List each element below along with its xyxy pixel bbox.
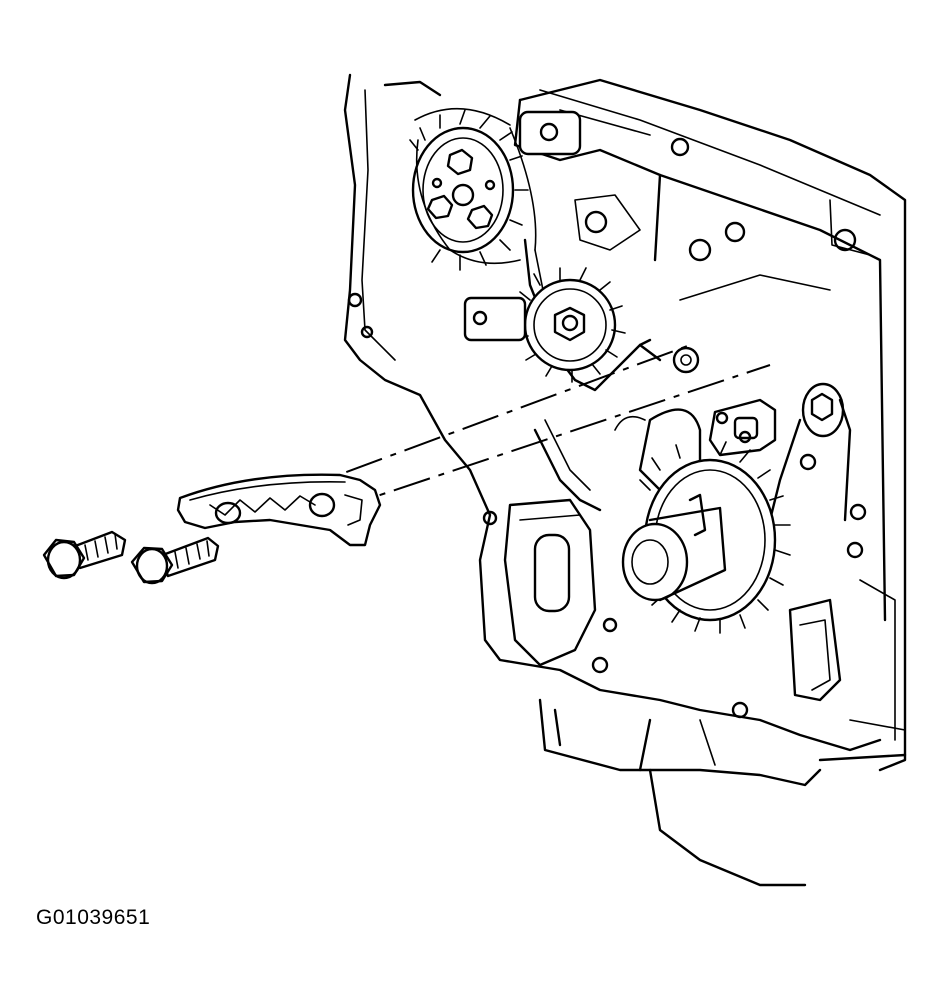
figure-id-label: G01039651 [36, 906, 151, 929]
oil-pump-housing [503, 498, 864, 702]
chain-guide [176, 473, 382, 547]
guide-bolt-right [130, 536, 220, 585]
guide-bolt-left [42, 530, 127, 580]
timing-cover [343, 73, 882, 887]
right-chain-guide-bolt [768, 382, 867, 522]
crankshaft-sprocket [621, 439, 791, 634]
camshaft-sprocket-upper [409, 107, 529, 271]
engine-block [513, 78, 907, 772]
idler-sprocket [463, 267, 626, 383]
